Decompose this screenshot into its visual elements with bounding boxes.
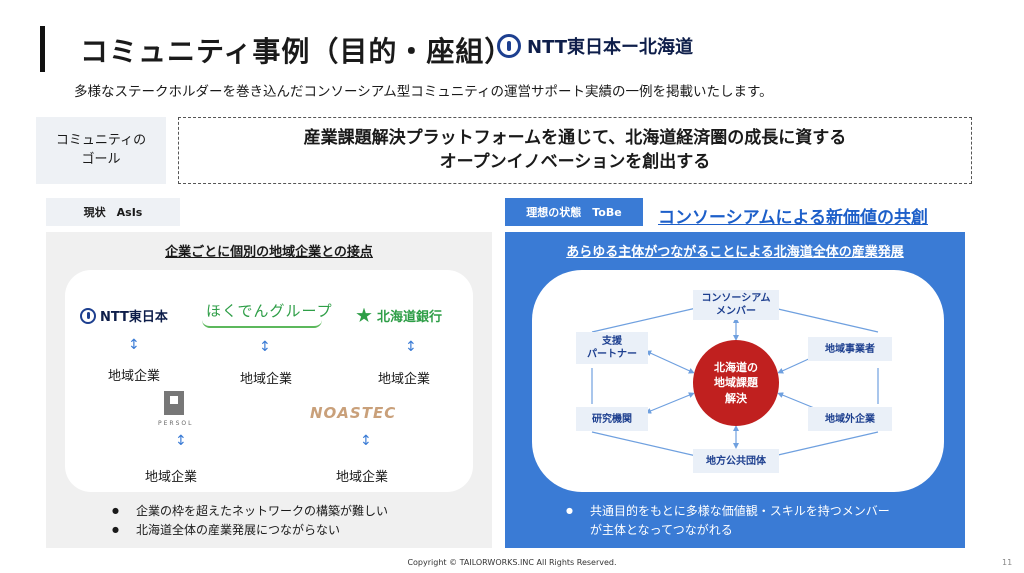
node-local-governments: 地方公共団体 bbox=[693, 449, 779, 473]
region-company-label: 地域企業 bbox=[378, 372, 431, 387]
noastec-logo: NOASTEC bbox=[310, 404, 397, 422]
bidirectional-arrow-icon: ↕ bbox=[175, 433, 187, 449]
asis-company-card bbox=[65, 270, 473, 492]
tobe-heading: あらゆる主体がつながることによる北海道全体の産業発展 bbox=[566, 245, 904, 260]
tobe-benefits-list: 共通目的をもとに多様な価値観・スキルを持つメンバー が主体となってつながれる bbox=[566, 502, 890, 540]
node-research-institutions: 研究機関 bbox=[576, 407, 648, 431]
asis-issues-list: 企業の枠を超えたネットワークの構築が難しい 北海道全体の産業発展につながらない bbox=[112, 502, 388, 540]
ntt-east-logo: NTT東日本 bbox=[80, 306, 168, 325]
hokkaido-bank-name: 北海道銀行 bbox=[377, 310, 443, 325]
bidirectional-arrow-icon: ↕ bbox=[259, 339, 271, 355]
bidirectional-arrow-icon: ↕ bbox=[405, 339, 417, 355]
bidirectional-arrow-icon: ↕ bbox=[128, 337, 140, 353]
goal-statement: 産業課題解決プラットフォームを通じて、北海道経済圏の成長に資する オープンイノベ… bbox=[178, 117, 972, 184]
node-regional-businesses: 地域事業者 bbox=[808, 337, 892, 361]
hokuden-logo: ほくでんグループ bbox=[206, 302, 333, 320]
hokuden-arc-icon bbox=[202, 320, 322, 328]
tobe-tag: 理想の状態 ToBe bbox=[505, 198, 643, 226]
title-accent-bar bbox=[40, 26, 45, 72]
list-item: 共通目的をもとに多様な価値観・スキルを持つメンバー が主体となってつながれる bbox=[566, 502, 890, 540]
region-company-label: 地域企業 bbox=[145, 470, 198, 485]
persol-wordmark: PERSOL bbox=[158, 420, 194, 427]
region-company-label: 地域企業 bbox=[240, 372, 293, 387]
center-goal-circle: 北海道の 地域課題 解決 bbox=[693, 340, 779, 426]
page-title: コミュニティ事例（目的・座組） bbox=[80, 35, 514, 68]
asis-tag: 現状 AsIs bbox=[46, 198, 180, 226]
bidirectional-arrow-icon: ↕ bbox=[360, 433, 372, 449]
asis-heading: 企業ごとに個別の地域企業との接点 bbox=[165, 245, 373, 260]
region-company-label: 地域企業 bbox=[108, 369, 161, 384]
copyright-footer: Copyright © TAILORWORKS.INC All Rights R… bbox=[407, 558, 617, 567]
page-subtitle: 多様なステークホルダーを巻き込んだコンソーシアム型コミュニティの運営サポート実績… bbox=[74, 84, 773, 100]
persol-logo-icon bbox=[164, 391, 184, 415]
ntt-east-hokkaido-logo: NTT東日本ー北海道 bbox=[497, 33, 693, 59]
ntt-east-name: NTT東日本 bbox=[100, 310, 168, 325]
ntt-logo-icon bbox=[497, 34, 521, 58]
hokkaido-bank-logo: 北海道銀行 bbox=[356, 306, 442, 325]
node-outside-companies: 地域外企業 bbox=[808, 407, 892, 431]
node-consortium-members: コンソーシアム メンバー bbox=[693, 290, 779, 320]
list-item: 企業の枠を超えたネットワークの構築が難しい bbox=[112, 502, 388, 521]
list-item: 北海道全体の産業発展につながらない bbox=[112, 521, 388, 540]
node-support-partners: 支援 パートナー bbox=[576, 332, 648, 364]
ntt-logo-icon bbox=[80, 307, 96, 324]
page-number: 11 bbox=[1002, 558, 1013, 567]
region-company-label: 地域企業 bbox=[336, 470, 389, 485]
logo-text: NTT東日本ー北海道 bbox=[527, 37, 694, 58]
tobe-title: コンソーシアムによる新価値の共創 bbox=[658, 208, 928, 228]
goal-label: コミュニティの ゴール bbox=[36, 117, 166, 184]
